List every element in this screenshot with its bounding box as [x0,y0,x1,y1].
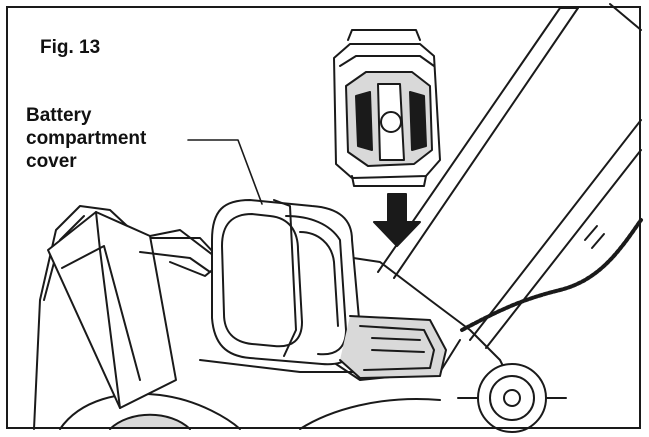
callout-leader-line [187,139,263,205]
callout-line-3: cover [26,151,77,173]
handle-cable [460,218,643,332]
mower-handle [377,3,642,349]
callout-line-1: Battery [26,105,92,126]
battery-compartment [339,315,447,379]
down-arrow-icon [373,193,421,247]
figure-frame [6,6,641,429]
rear-wheel [457,363,567,433]
figure-label: Fig. 13 [40,37,101,58]
battery-pack-icon [333,29,441,187]
callout-battery-compartment-cover: Battery compartment cover [26,104,196,174]
callout-line-2: compartment [26,128,147,150]
